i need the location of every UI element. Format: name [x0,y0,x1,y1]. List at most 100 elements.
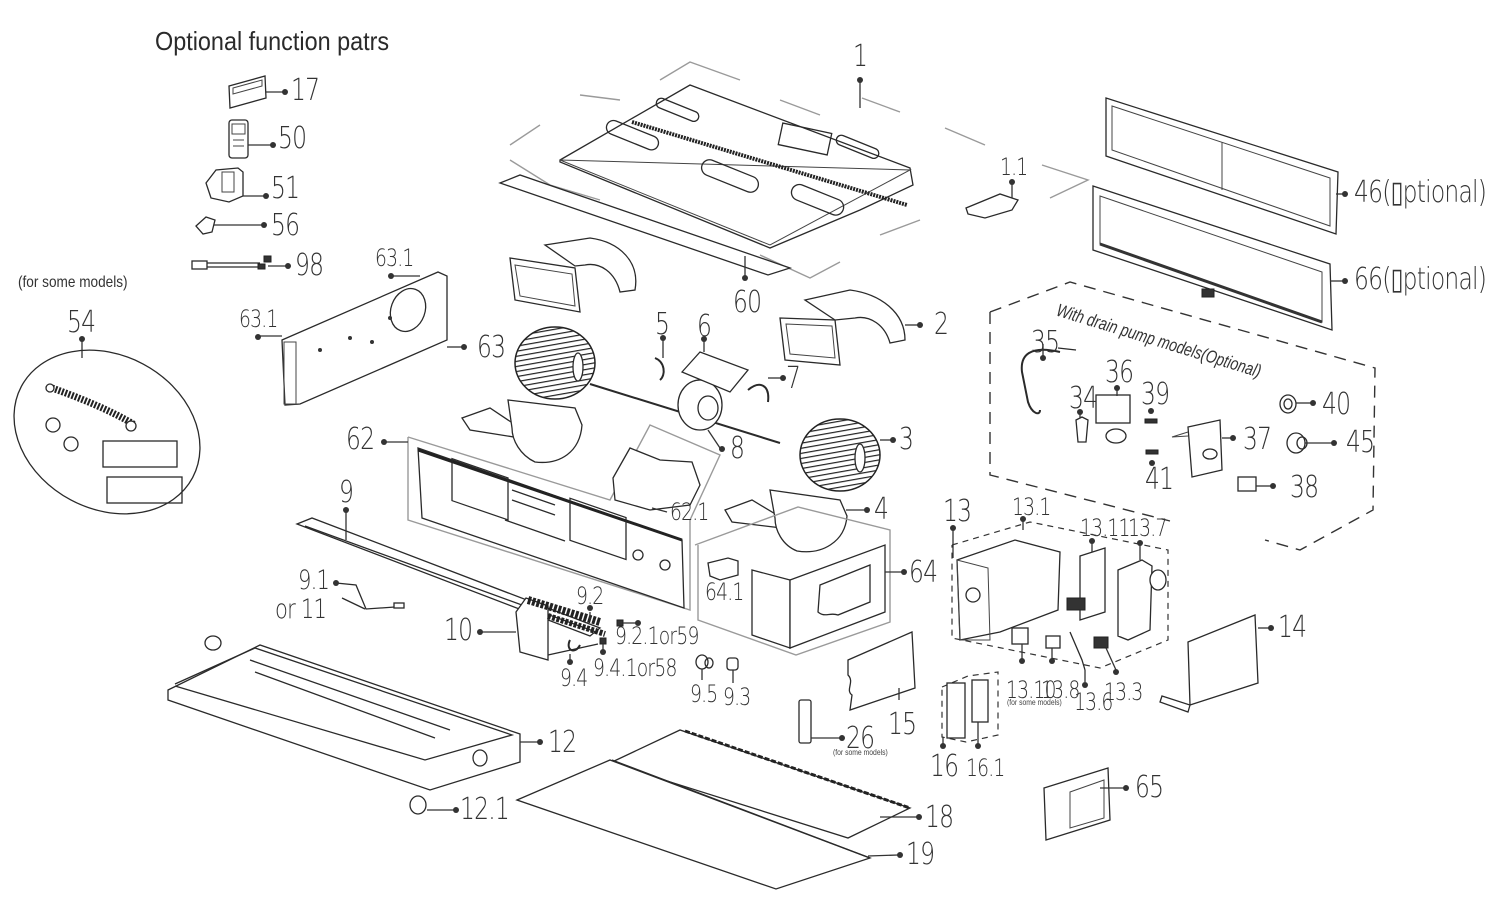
callout-56: 56 [271,208,300,243]
part-64-electric-box [694,506,907,656]
callout-13-1: 13.1 [1012,493,1051,521]
part-50-remote-controller [228,119,276,159]
callout-16: 16 [930,749,959,784]
callout-38: 38 [1290,470,1319,505]
part-2-scroll-housing-upper-right [779,289,923,366]
callout-19: 19 [906,837,935,872]
callout-10: 10 [444,613,473,648]
part-26-display-frame [798,699,845,744]
part-12-1-plug [409,795,459,815]
part-1-1-bracket [965,179,1019,219]
part-3-fan-wheel-right [799,418,896,492]
callout-13-8: 13.8 [1041,676,1080,704]
callout-60: 60 [733,285,762,320]
callout-35: 35 [1031,325,1060,360]
callout-12: 12 [548,725,577,760]
callout-9-1: 9.1 [298,565,330,596]
part-4-scroll-housing-lower-right [724,489,870,553]
callout-9-2: 9.2 [576,582,604,610]
note-26-for-some-models: (for some models) [833,748,888,757]
callout-40: 40 [1322,387,1351,422]
note-13-10-for-some-models: (for some models) [1007,698,1062,707]
callout-51: 51 [271,171,300,206]
callout-13-10: 13.10 [1006,676,1056,704]
part-46-filter [1105,97,1348,235]
callout-2: 2 [934,307,949,342]
callout-16-1: 16.1 [966,754,1005,782]
callout-1-1: 1.1 [1000,153,1028,181]
callout-13-3: 13.3 [1104,678,1143,706]
callout-1: 1 [853,39,868,74]
part-64-1-clip [707,557,739,581]
part-8-motor [589,336,781,452]
callout-62: 62 [346,422,375,457]
part-60-panel [742,256,748,281]
callout-5: 5 [655,307,670,342]
callout-66: 66(▯ptional) [1354,262,1487,297]
scroll-housing-lower-left [460,399,583,464]
part-62-partition-panel [381,424,721,611]
callout-45: 45 [1346,425,1375,460]
callout-63: 63 [477,330,506,365]
part-19-bottom-plate [515,759,903,890]
callout-26: 26 [846,721,875,756]
callout-64: 64 [909,555,938,590]
callout-15: 15 [888,707,917,742]
part-15-cover [847,631,916,711]
part-5-clip [654,335,666,381]
part-17-display-panel [228,75,288,109]
part-56-connector [195,216,267,235]
callout-63-1-top: 63.1 [375,244,414,272]
callout-17: 17 [291,73,320,108]
callout-46: 46(▯ptional) [1354,175,1487,210]
callout-4: 4 [874,492,889,527]
part-14-cover-plate [1159,614,1274,713]
diagram-title: Optional function patrs [155,26,390,56]
part-65-control-board [1043,767,1129,841]
part-54-drain-kit [13,336,201,515]
callout-13-11: 13.11 [1080,514,1130,542]
callout-9-1-or-11: or 11 [275,594,327,625]
part-9-3-nut [726,657,739,683]
callout-7: 7 [786,361,801,396]
callout-13: 13 [943,494,972,529]
part-98-wiring-harness [191,255,291,270]
note-for-some-models: (for some models) [18,274,128,291]
part-62-1-bracket [612,447,701,513]
part-13-electric-control-box [950,516,1169,688]
callout-34: 34 [1069,381,1098,416]
part-9-1-sensor [333,580,405,610]
callout-9-5: 9.5 [690,680,718,708]
callout-13-6: 13.6 [1074,688,1113,716]
callout-8: 8 [730,431,745,466]
callout-14: 14 [1278,610,1307,645]
callout-9-3: 9.3 [723,683,751,711]
callout-9-2-1: 9.2.1or59 [615,622,699,650]
callout-50: 50 [278,121,307,156]
part-12-drain-pan [167,635,543,791]
callout-63-1-left: 63.1 [239,305,278,333]
callout-6: 6 [697,309,712,344]
callout-37: 37 [1243,422,1272,457]
part-66-filter-frame [1092,185,1348,331]
part-7-clip [747,375,786,403]
callout-13-7: 13.7 [1128,514,1167,542]
part-51-remote-holder [205,167,269,203]
callout-41: 41 [1145,462,1174,497]
part-63-side-plate [255,271,467,406]
part-10-evaporator [477,596,641,665]
callout-9-4: 9.4 [560,664,588,692]
callout-9: 9 [339,475,354,510]
callout-39: 39 [1141,377,1170,412]
drain-pump-group [989,281,1376,551]
part-fan-wheel-left [514,326,596,400]
callout-12-1: 12.1 [460,792,510,827]
part-1-top-cover [498,61,1090,279]
callout-9-4-1: 9.4.1or58 [593,654,677,682]
callout-54: 54 [67,305,96,340]
part-18-bottom-plate [608,729,922,839]
callout-3: 3 [899,422,914,457]
scroll-housing-upper-left [509,237,637,313]
part-16-display-board [940,671,999,749]
